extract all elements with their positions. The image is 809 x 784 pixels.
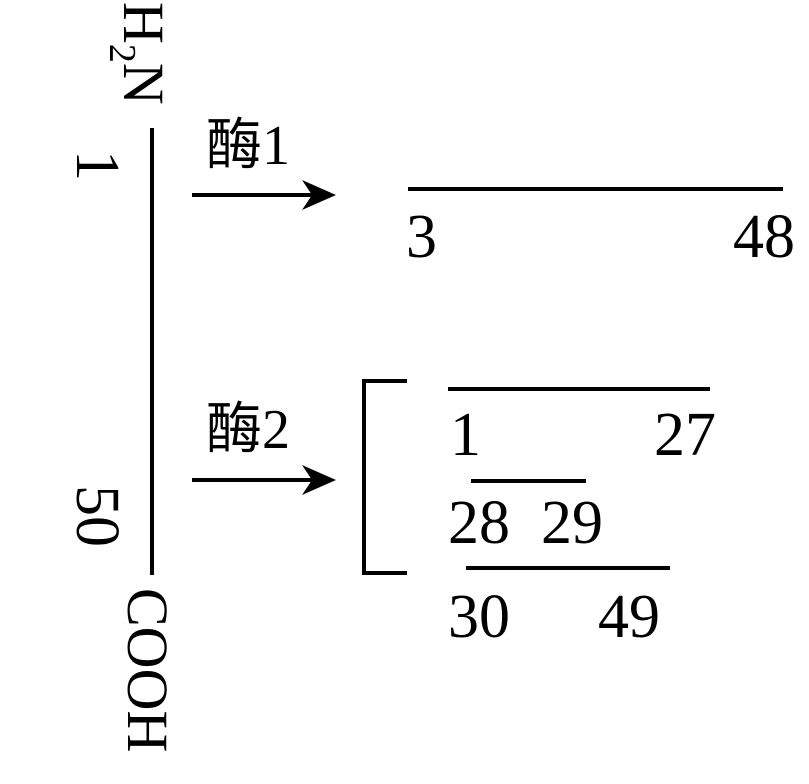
n-terminus-label: H2N xyxy=(101,2,176,105)
n-terminus-n: N xyxy=(111,62,176,105)
enzyme2-product3-start: 30 xyxy=(448,583,510,651)
enzyme2-product1-start: 1 xyxy=(450,401,481,469)
enzyme1-arrow-icon xyxy=(192,180,336,210)
enzyme2-product1-end: 27 xyxy=(654,401,716,469)
n-terminus-subscript: 2 xyxy=(101,43,143,63)
enzyme1-label: 酶1 xyxy=(206,115,290,177)
enzyme2-label: 酶2 xyxy=(206,399,290,461)
enzyme1-product-start: 3 xyxy=(406,203,437,271)
start-position-label: 1 xyxy=(63,150,131,181)
enzyme2-products-bracket xyxy=(362,379,407,575)
enzyme2-product2-end: 29 xyxy=(541,489,603,557)
n-terminus-h: H xyxy=(111,2,176,44)
enzyme2-product2-start: 28 xyxy=(448,489,510,557)
c-terminus-label: COOH xyxy=(115,588,180,753)
enzyme2-product3-end: 49 xyxy=(598,583,660,651)
enzyme1-product-end: 48 xyxy=(733,203,795,271)
enzyme2-arrow-icon xyxy=(192,465,336,495)
end-position-label: 50 xyxy=(63,485,131,547)
